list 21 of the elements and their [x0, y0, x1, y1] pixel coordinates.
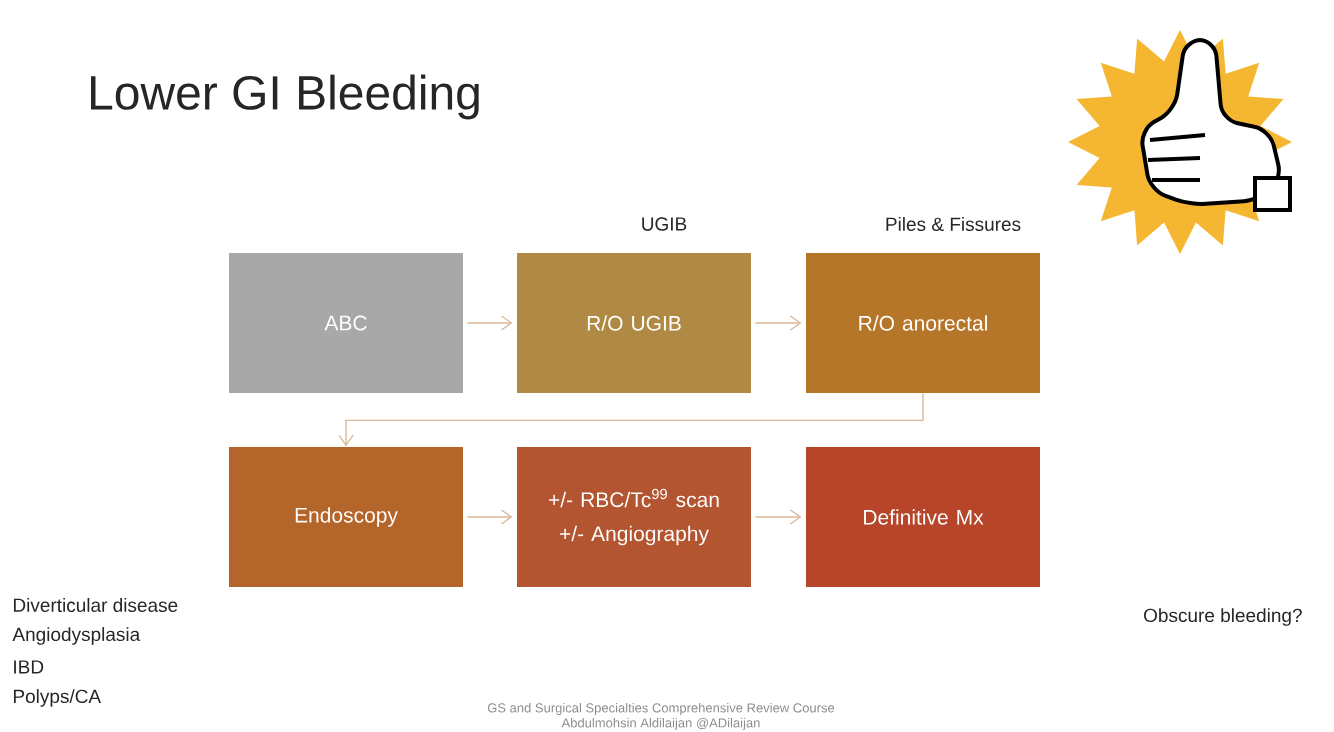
- footer-text: GS and Surgical Specialties Comprehensive Review Course: [487, 702, 835, 716]
- process-box: Endoscopy: [229, 447, 463, 587]
- note-text: IBD: [14, 660, 44, 674]
- title: Lower GI Bleeding: [91, 74, 479, 120]
- arrow: [789, 509, 802, 525]
- arrow: [789, 315, 802, 331]
- arrow: [500, 315, 513, 331]
- process-box: R/O UGIB: [517, 253, 751, 393]
- arrow: [500, 509, 513, 525]
- box-caption: UGIB: [642, 217, 687, 231]
- note-text: Polyps/CA: [14, 689, 102, 707]
- process-box: +/- RBC/Tc$^{99}$ scan +/- Angiography: [517, 447, 751, 587]
- process-box: ABC: [229, 253, 463, 393]
- process-box: R/O anorectal: [806, 253, 1040, 393]
- footer-text: Abdulmohsin Aldilaijan @ADilaijan: [561, 717, 760, 731]
- note-text: Obscure bleeding?: [1144, 608, 1302, 626]
- note-text: Diverticular disease: [14, 598, 178, 612]
- process-box: Definitive Mx: [806, 447, 1040, 587]
- note-text: Angiodysplasia: [12, 627, 141, 645]
- box-caption: Piles & Fissures: [886, 217, 1021, 231]
- arrow: [338, 392, 924, 447]
